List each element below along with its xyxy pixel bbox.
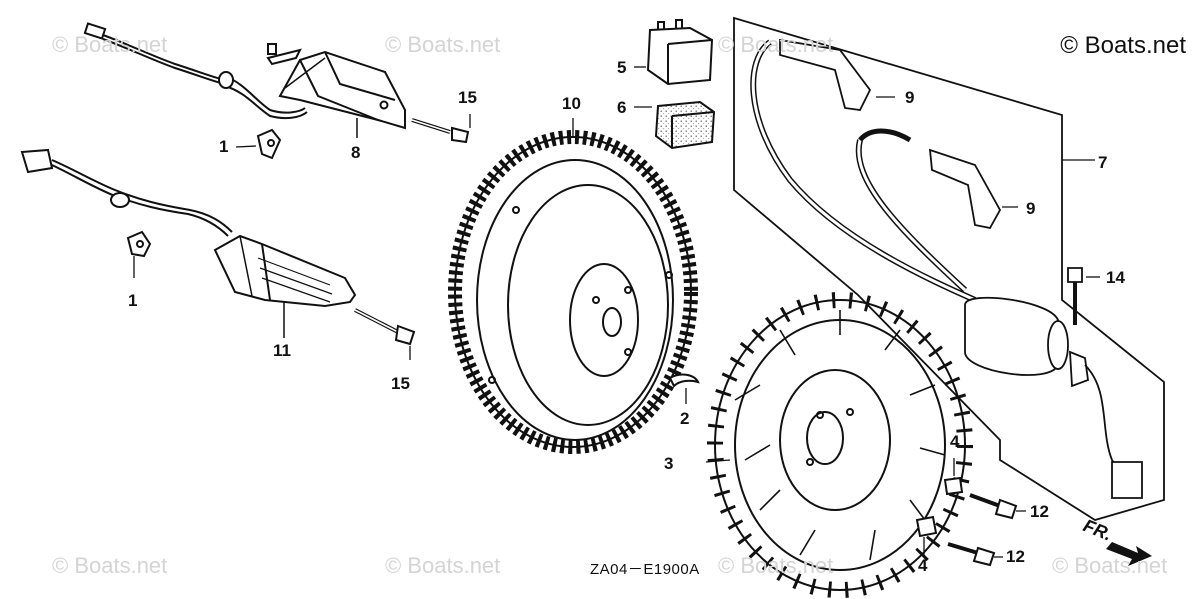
callout-6[interactable]: 6 [617, 98, 627, 117]
callout-4[interactable]: 4 [950, 432, 960, 451]
watermark: © Boats.net [52, 553, 168, 578]
ignition-module-7 [733, 16, 1165, 521]
callout-11[interactable]: 11 [273, 341, 291, 360]
watermark: © Boats.net [718, 553, 834, 578]
callout-1[interactable]: 1 [128, 291, 138, 310]
callout-15[interactable]: 15 [391, 374, 410, 393]
callout-10[interactable]: 10 [562, 94, 581, 113]
watermark: © Boats.net [385, 32, 501, 57]
callout-12[interactable]: 12 [1006, 547, 1025, 566]
woodruff-key-2 [668, 373, 700, 404]
ignition-coil-8 [83, 22, 470, 144]
diagram-code: ZA04－E1900A [590, 561, 700, 578]
callout-4[interactable]: 4 [918, 556, 928, 575]
ignition-coil-11 [20, 148, 416, 346]
flywheel-10 [448, 118, 698, 454]
watermark: © Boats.net [385, 553, 501, 578]
callout-12[interactable]: 12 [1030, 502, 1049, 521]
relay-5 [634, 19, 714, 86]
clip-1-top [235, 128, 282, 160]
cooling-fan-3 [705, 292, 973, 598]
watermark: © Boats.net [718, 32, 834, 57]
front-direction-arrow [1106, 542, 1152, 566]
callout-3[interactable]: 3 [664, 454, 674, 473]
callout-7[interactable]: 7 [1098, 153, 1108, 172]
brand-label: © Boats.net [1060, 32, 1186, 59]
callout-15[interactable]: 15 [458, 88, 477, 107]
callout-1[interactable]: 1 [219, 137, 229, 156]
callout-9[interactable]: 9 [1026, 199, 1036, 218]
flange-bolts-12 [947, 493, 1026, 567]
relay-cover-6 [634, 100, 716, 150]
clip-1-bottom [126, 230, 152, 278]
callout-14[interactable]: 14 [1106, 268, 1125, 287]
callout-9[interactable]: 9 [905, 88, 915, 107]
callout-8[interactable]: 8 [351, 143, 361, 162]
callout-2[interactable]: 2 [680, 409, 690, 428]
collars-4 [915, 458, 964, 555]
watermark: © Boats.net [1052, 553, 1168, 578]
callout-5[interactable]: 5 [617, 58, 627, 77]
watermark: © Boats.net [52, 32, 168, 57]
